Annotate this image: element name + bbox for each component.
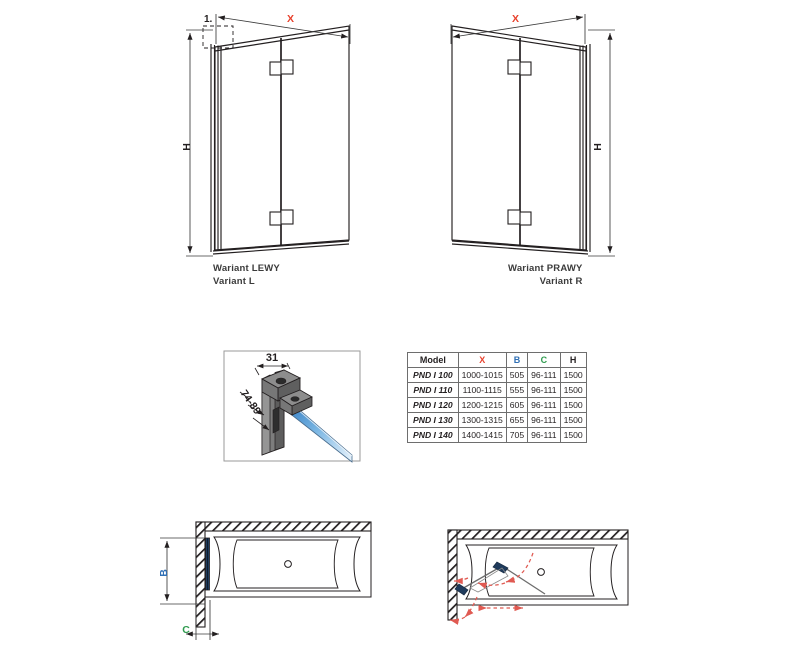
table-row: PND I 120 1200-1215 605 96-111 1500 (407, 397, 587, 413)
plan-right-bath-outline (456, 538, 629, 606)
cell-model: PND I 120 (407, 397, 459, 413)
caption-left-line2: Variant L (213, 276, 255, 287)
detail-top-cap (260, 369, 302, 402)
plan-right-door-leaves (454, 561, 546, 596)
cell-c: 96-111 (527, 382, 561, 398)
right-wall-profile (579, 44, 591, 252)
left-hinge-upper (269, 59, 294, 76)
cell-b: 705 (505, 427, 529, 443)
left-x-label: X (287, 13, 294, 25)
cell-b: 605 (505, 397, 529, 413)
plan-left-c-label: C (182, 624, 190, 636)
detail-screw-hole-lower (290, 396, 300, 402)
plan-right-panel-end-a (454, 583, 469, 596)
cell-c: 96-111 (527, 427, 561, 443)
table-row: PND I 130 1300-1315 655 96-111 1500 (407, 412, 587, 428)
plan-right (447, 529, 629, 625)
cell-h: 1500 (559, 367, 587, 383)
cell-x: 1200-1215 (457, 397, 507, 413)
table-header-row: Model X B C H (407, 352, 587, 368)
cell-c: 96-111 (527, 367, 561, 383)
plan-left-drain (284, 560, 292, 568)
elevation-right (450, 14, 615, 257)
left-dim-h (186, 29, 213, 257)
caption-variant-left: Wariant LEWY Variant L (213, 262, 280, 288)
cell-h: 1500 (559, 397, 587, 413)
plan-left-dim-c (186, 600, 219, 640)
cell-h: 1500 (559, 427, 587, 443)
right-h-label: H (592, 143, 604, 151)
specification-table: Model X B C H PND I 100 1000-1015 505 96… (407, 352, 587, 443)
elevation-left (186, 14, 351, 257)
table-row: PND I 140 1400-1415 705 96-111 1500 (407, 427, 587, 443)
caption-variant-right: Wariant PRAWY Variant R (508, 262, 583, 288)
cell-b: 655 (505, 412, 529, 428)
plan-left-bath-outline (204, 530, 372, 598)
caption-left-line1: Wariant LEWY (213, 263, 280, 274)
table-header-c: C (527, 352, 561, 368)
cell-model: PND I 110 (407, 382, 459, 398)
left-dim-x (215, 14, 351, 44)
plan-left-wall-top (195, 521, 372, 532)
table-header-x: X (457, 352, 507, 368)
plan-left-dim-b (160, 537, 205, 605)
plan-right-wall-side (447, 529, 458, 621)
table-header-b: B (505, 352, 529, 368)
cell-b: 555 (505, 382, 529, 398)
cell-x: 1400-1415 (457, 427, 507, 443)
cell-x: 1300-1315 (457, 412, 507, 428)
cell-model: PND I 130 (407, 412, 459, 428)
left-hinge-lower (269, 209, 294, 226)
detail-dim-74-89 (239, 391, 270, 431)
right-hinge-lower (507, 209, 532, 226)
cell-x: 1000-1015 (457, 367, 507, 383)
left-detail-ref-label: 1. (204, 14, 213, 25)
right-x-label: X (512, 13, 519, 25)
plan-right-drain (537, 568, 545, 576)
detail-callout-1 (223, 350, 361, 463)
cell-c: 96-111 (527, 412, 561, 428)
cell-model: PND I 100 (407, 367, 459, 383)
cell-c: 96-111 (527, 397, 561, 413)
plan-left-bath-inner (232, 539, 339, 589)
plan-right-panel-end-b (492, 561, 509, 574)
caption-right-line2: Variant R (539, 276, 583, 287)
table-header-model: Model (407, 352, 459, 368)
cell-h: 1500 (559, 412, 587, 428)
left-wall-profile (210, 44, 222, 252)
plan-right-wall-top (447, 529, 629, 540)
caption-right-line1: Wariant PRAWY (508, 263, 583, 274)
cell-x: 1100-1115 (457, 382, 507, 398)
plan-left-b-label: B (158, 569, 170, 577)
detail-glass-highlight (289, 402, 353, 457)
right-dim-x (450, 14, 586, 44)
plan-right-bath-inner (484, 547, 595, 597)
right-dim-h (588, 29, 615, 257)
table-row: PND I 110 1100-1115 555 96-111 1500 (407, 382, 587, 398)
plan-right-swing-arrows (449, 552, 534, 625)
detail-dim-31 (254, 362, 291, 376)
left-h-label: H (181, 143, 193, 151)
table-header-h: H (559, 352, 587, 368)
detail-profile-slot (272, 406, 280, 434)
table-row: PND I 100 1000-1015 505 96-111 1500 (407, 367, 587, 383)
cell-b: 505 (505, 367, 529, 383)
detail-bracket (279, 389, 313, 416)
detail-dim-31-label: 31 (266, 352, 278, 364)
cell-h: 1500 (559, 382, 587, 398)
detail-screw-hole-upper (275, 377, 287, 385)
cell-model: PND I 140 (407, 427, 459, 443)
plan-left (160, 521, 372, 640)
right-hinge-upper (507, 59, 532, 76)
